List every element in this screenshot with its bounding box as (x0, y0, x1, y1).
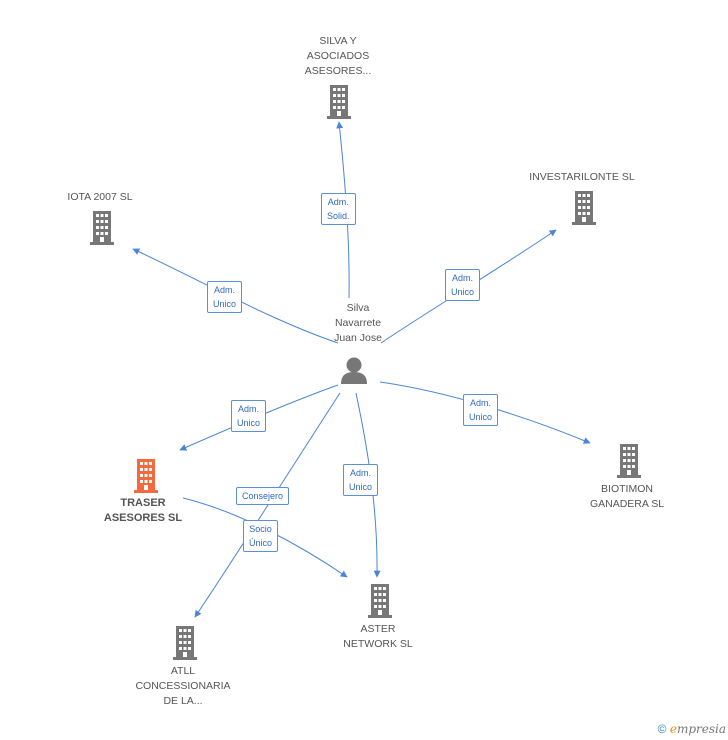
building-icon-investarilonte[interactable] (572, 191, 596, 225)
company-label-investarilonte[interactable]: INVESTARILONTE SL (522, 170, 642, 185)
person-name-line: Juan Jose (334, 332, 382, 344)
person-name-line: Navarrete (334, 317, 382, 329)
person-icon[interactable] (341, 357, 367, 385)
company-label-iota[interactable]: IOTA 2007 SL (40, 190, 160, 205)
company-label-line: ASESORES... (304, 65, 372, 77)
company-label-line: IOTA 2007 SL (67, 191, 133, 203)
relation-label-line: Unico (349, 482, 373, 492)
relation-label-line: Unico (213, 299, 237, 309)
company-label-traser[interactable]: TRASER ASESORES SL (83, 496, 203, 526)
company-label-line: BIOTIMON (601, 483, 653, 495)
relation-label-line: Solid. (327, 211, 350, 221)
company-label-line: NETWORK SL (343, 638, 413, 650)
relation-label-line: Consejero (242, 491, 284, 501)
relation-label-line: Adm. (214, 285, 236, 295)
relation-label-silva[interactable]: Adm. Solid. (321, 193, 356, 225)
brand-logo: empresia (670, 722, 726, 736)
relation-label-line: Adm. (470, 398, 492, 408)
relation-label-traser[interactable]: Adm. Unico (231, 400, 267, 432)
relation-label-aster[interactable]: Adm. Unico (343, 464, 379, 496)
relation-label-atll[interactable]: Consejero (236, 487, 290, 505)
relation-label-line: Único (249, 538, 273, 548)
building-icon-silva[interactable] (327, 85, 351, 119)
company-label-line: ATLL (170, 665, 196, 677)
brand-logo-rest: mpresia (676, 722, 726, 736)
company-label-aster[interactable]: ASTER NETWORK SL (318, 622, 438, 652)
relation-label-line: Unico (469, 412, 493, 422)
company-label-line: ASOCIADOS (306, 50, 370, 62)
edge-atll (194, 392, 341, 618)
company-label-line: SILVA Y (319, 35, 357, 47)
relation-label-line: Unico (451, 287, 475, 297)
company-label-line: ASESORES SL (103, 512, 183, 524)
person-name-line: Silva (346, 302, 370, 314)
company-label-atll[interactable]: ATLL CONCESSIONARIA DE LA... (123, 664, 243, 709)
copyright-icon: © (657, 722, 667, 736)
building-icon-iota[interactable] (90, 211, 114, 245)
building-icon-aster[interactable] (368, 584, 392, 618)
relation-label-biotimon[interactable]: Adm. Unico (463, 394, 499, 426)
relation-label-line: Adm. (327, 197, 349, 207)
company-label-line: GANADERA SL (589, 498, 665, 510)
relation-label-line: Adm. (350, 468, 372, 478)
person-name[interactable]: Silva Navarrete Juan Jose (298, 301, 418, 346)
company-label-line: INVESTARILONTE SL (529, 171, 635, 183)
company-label-line: ASTER (360, 623, 396, 635)
relation-label-line: Adm. (452, 273, 474, 283)
brand-footer[interactable]: © empresia (658, 722, 726, 736)
relation-label-socio[interactable]: Socio Único (243, 520, 279, 552)
company-label-line: DE LA... (163, 695, 203, 707)
relation-label-line: Adm. (238, 404, 260, 414)
company-label-silva[interactable]: SILVA Y ASOCIADOS ASESORES... (278, 34, 398, 79)
relation-label-line: Socio (249, 524, 272, 534)
relation-label-line: Unico (237, 418, 261, 428)
company-label-biotimon[interactable]: BIOTIMON GANADERA SL (567, 482, 687, 512)
building-icon-biotimon[interactable] (617, 444, 641, 478)
relation-label-iota[interactable]: Adm. Unico (207, 281, 243, 313)
brand-logo-initial: e (669, 722, 677, 736)
company-label-line: CONCESSIONARIA (135, 680, 231, 692)
building-icon-atll[interactable] (173, 626, 197, 660)
relation-label-investarilonte[interactable]: Adm. Unico (445, 269, 481, 301)
company-label-line: TRASER (120, 497, 166, 509)
building-icon-traser[interactable] (134, 459, 158, 493)
